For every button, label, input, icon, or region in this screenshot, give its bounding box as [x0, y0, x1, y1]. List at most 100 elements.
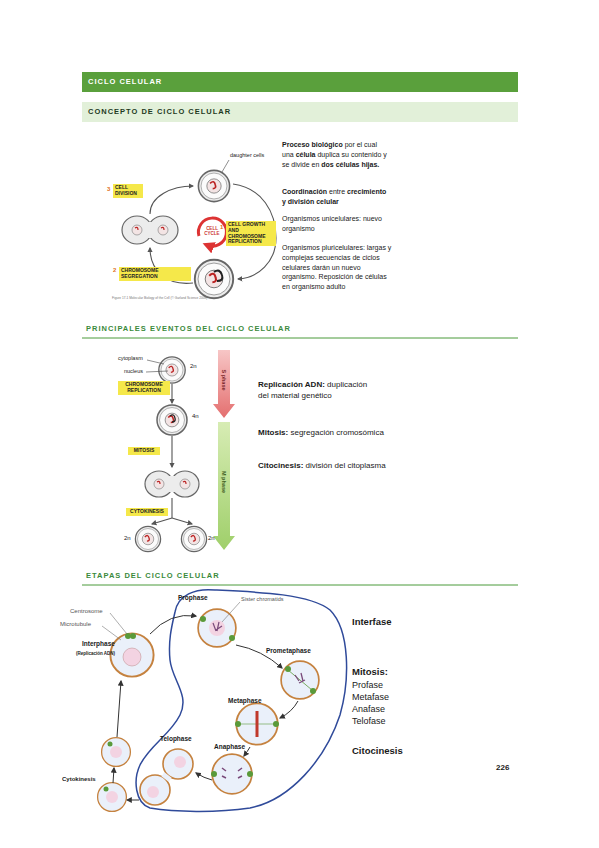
- ploidy-label: 2n: [124, 535, 131, 542]
- callout-number: 2: [113, 267, 116, 274]
- dividing-cell: [122, 216, 178, 244]
- path-shape: [150, 615, 196, 634]
- stage-label: Interphase: [82, 640, 115, 647]
- circle-shape: [229, 635, 235, 641]
- list-heading: Interfase: [352, 617, 392, 628]
- bold-text: Citocinesis:: [258, 461, 303, 470]
- cell-shape: [110, 633, 153, 676]
- figure-label: daughter cells: [230, 152, 264, 158]
- line-shape: [147, 360, 164, 364]
- bold-text: Replicación ADN:: [258, 380, 325, 389]
- box-text: CELL GROWTH AND CHROMOSOME REPLICATION: [228, 222, 274, 245]
- bold-text: Mitosis:: [258, 428, 288, 437]
- line-shape: [222, 160, 229, 172]
- cell-shape: [195, 260, 233, 298]
- circle-shape: [310, 688, 316, 694]
- box-text: CELL DIVISION: [115, 185, 141, 197]
- circle-shape: [154, 479, 164, 489]
- cell-shape: [181, 526, 206, 551]
- list-heading: Citocinesis: [352, 746, 403, 757]
- ploidy-label: 4n: [192, 413, 199, 420]
- circle-shape: [158, 225, 168, 235]
- cell-shape: [102, 738, 131, 767]
- body-text: división del citoplasma: [306, 461, 386, 470]
- line-shape: [172, 518, 192, 524]
- rect-shape: [140, 222, 160, 238]
- paragraph: Organismos pluricelulares: largas y comp…: [282, 243, 392, 292]
- cell-shape: [236, 703, 277, 744]
- section-band: CONCEPTO DE CICLO CELULAR: [82, 102, 518, 122]
- section-heading: PRINCIPALES EVENTOS DEL CICLO CELULAR: [86, 325, 291, 334]
- cell-shape: [198, 170, 229, 201]
- arrow-shape: [213, 350, 235, 418]
- paragraph: Proceso biológicopor el cual unacéluladu…: [282, 140, 392, 169]
- stage-tag: CELL DIVISION: [113, 184, 143, 198]
- circle-shape: [174, 756, 186, 768]
- path-shape: [150, 186, 193, 214]
- ploidy-label: 2n: [190, 363, 197, 370]
- list-item: Profase: [352, 680, 383, 690]
- cell-shape: [135, 526, 160, 551]
- path-shape: [288, 670, 312, 690]
- circle-shape: [200, 616, 206, 622]
- box-text: CHROMOSOME REPLICATION: [120, 382, 168, 394]
- bold-text: Proceso biológico: [282, 141, 343, 148]
- page-number: 226: [496, 763, 509, 772]
- path-shape: [161, 227, 164, 230]
- figure-credit: Figure 17-1 Molecular Biology of the Cel…: [112, 297, 207, 301]
- list-heading: Mitosis:: [352, 667, 388, 678]
- path-shape: [135, 227, 138, 230]
- path-shape: [113, 768, 114, 783]
- cell-shape: [281, 661, 319, 699]
- figure-label: Centrosome: [70, 608, 103, 615]
- body-text: entre: [329, 188, 345, 195]
- cell-shape: [212, 754, 252, 794]
- bold-text: célula: [296, 151, 316, 158]
- line-shape: [82, 338, 518, 339]
- paragraph: Mitosis:segregación cromosómica: [258, 427, 398, 438]
- box-text: CHROMOSOME SEGREGATION: [121, 268, 189, 280]
- paragraph: Citocinesis:división del citoplasma: [258, 460, 398, 471]
- telophase-cell: [140, 749, 193, 805]
- bold-text: dos células hijas.: [321, 161, 379, 168]
- path-shape: [280, 701, 298, 718]
- path-shape: [117, 681, 121, 737]
- arrow-shape: [213, 422, 235, 550]
- line-shape: [171, 498, 172, 518]
- figure-label: cytoplasm: [118, 355, 143, 361]
- circle-shape: [211, 771, 217, 777]
- stage-label: Prophase: [178, 594, 208, 601]
- figure-label: Sister chromatids: [241, 596, 284, 602]
- stage-label: Prometaphase: [266, 647, 311, 654]
- phase-label: S phase: [221, 369, 227, 390]
- path-shape: [256, 711, 259, 737]
- cell-shape: [159, 357, 185, 383]
- circle-shape: [235, 721, 241, 727]
- cell-shape: [198, 609, 236, 647]
- circle-shape: [130, 633, 136, 639]
- paragraph: Organismos unicelulares: nuevo organismo: [282, 214, 392, 234]
- cell-shape: [157, 405, 187, 435]
- bold-text: Coordinación: [282, 188, 327, 195]
- path-shape: [127, 800, 139, 801]
- stage-label: Telophase: [160, 735, 192, 742]
- line-shape: [222, 602, 240, 622]
- circle-shape: [147, 786, 159, 798]
- path-shape: [165, 775, 168, 779]
- stage-label: Metaphase: [228, 697, 262, 704]
- circle-shape: [273, 721, 279, 727]
- stages-figure: [98, 590, 347, 812]
- figure-label: nucleus: [124, 368, 143, 374]
- path-shape: [136, 590, 346, 812]
- path-shape: [196, 773, 212, 780]
- path-shape: [213, 622, 222, 631]
- stage-tag: CYTOKINESIS: [126, 508, 168, 516]
- dividing-cell: [145, 471, 199, 497]
- circle-shape: [140, 775, 170, 805]
- circle-shape: [123, 648, 141, 666]
- line-shape: [146, 371, 168, 372]
- circle-shape: [180, 479, 190, 489]
- paragraph: Coordinaciónentrecrecimiento y división …: [282, 187, 392, 207]
- page-title: CICLO CELULAR: [88, 72, 162, 92]
